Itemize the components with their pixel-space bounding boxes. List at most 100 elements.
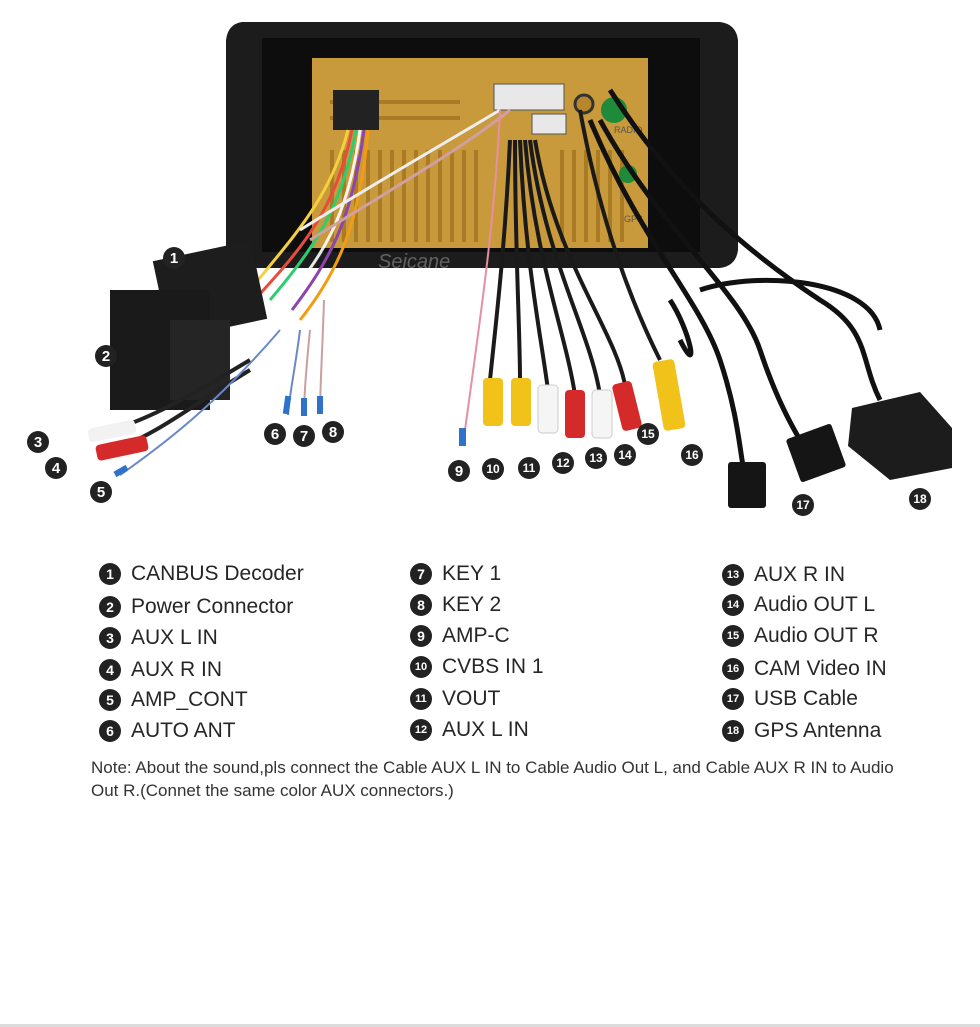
legend-label: AMP_CONT [131,688,248,711]
callout-12-text: 12 [556,456,570,470]
legend-num: 13 [722,564,744,586]
legend-label: GPS Antenna [754,719,882,742]
legend-num: 11 [410,688,432,710]
callout-8-text: 8 [329,424,337,441]
legend-label: AUX L IN [442,718,529,741]
legend-item-2: 2 Power Connector [99,593,293,621]
callout-16: 16 [681,444,703,466]
wiring-diagram: RADIO GPS Seicane [27,22,952,516]
legend-label: AUTO ANT [131,719,236,742]
legend-num: 9 [410,625,432,647]
rca-plugs-middle [483,359,686,439]
callout-5-text: 5 [97,484,105,501]
callout-17: 17 [792,494,814,516]
legend-label: USB Cable [754,687,858,710]
rca-cables-middle [488,109,662,396]
callout-12: 12 [552,452,574,474]
legend-item-10: 10 CVBS IN 1 [410,653,544,681]
legend-item-5: 5 AMP_CONT [99,686,248,714]
legend-item-15: 15 Audio OUT R [722,622,879,650]
legend-label: Audio OUT L [754,593,876,616]
callout-2-text: 2 [102,348,110,365]
legend-label: CVBS IN 1 [442,655,544,678]
callout-11-text: 11 [523,461,536,475]
legend-label: KEY 1 [442,562,502,585]
legend-num: 18 [722,720,744,742]
callout-18-text: 18 [913,492,927,506]
callout-15: 15 [637,423,659,445]
note-text: Note: About the sound,pls connect the Ca… [91,758,894,800]
legend-label: AUX R IN [131,658,223,681]
callout-6: 6 [264,423,286,445]
legend-label: CAM Video IN [754,657,887,680]
usb-connector-port [531,113,567,135]
legend-num: 7 [410,563,432,585]
legend-num: 10 [410,656,432,678]
watermark: Seicane [378,251,450,273]
main-connector-port [333,90,379,130]
legend-label: AUX R IN [754,563,846,586]
radio-port-label: RADIO [614,125,643,135]
legend-item-12: 12 AUX L IN [410,716,529,744]
legend-item-18: 18 GPS Antenna [722,717,881,745]
callout-11: 11 [518,457,540,479]
callout-9-text: 9 [455,463,463,480]
radio-port [573,93,595,115]
legend-item-9: 9 AMP-C [410,622,510,650]
legend-num: 6 [99,720,121,742]
legend-item-7: 7 KEY 1 [410,560,501,588]
callout-9: 9 [448,460,470,482]
legend-num: 15 [722,625,744,647]
blue-pin-tips [113,395,466,478]
callout-17-text: 17 [796,498,810,512]
callout-10-text: 10 [486,462,500,476]
gps-cable [607,88,883,402]
legend-item-6: 6 AUTO ANT [99,717,236,745]
legend-item-13: 13 AUX R IN [722,561,845,589]
legend-num: 2 [99,596,121,618]
callout-2: 2 [95,345,117,367]
usb-plug-1 [728,462,766,508]
av-connector-port [493,83,565,111]
legend-num: 16 [722,658,744,680]
legend-label: KEY 2 [442,593,502,616]
callout-6-text: 6 [271,426,279,443]
callout-14-text: 14 [618,448,632,462]
gps-antenna-puck [848,392,952,480]
usb-plug-2 [786,424,846,482]
legend-label: CANBUS Decoder [131,562,304,585]
callout-3: 3 [27,431,49,453]
legend-label: Audio OUT R [754,624,879,647]
callout-15-text: 15 [641,427,655,441]
callout-14: 14 [614,444,636,466]
callout-7: 7 [293,425,315,447]
callout-18: 18 [909,488,931,510]
gps-port-label: GPS [624,214,643,224]
callout-4-text: 4 [52,460,61,477]
legend-label: AMP-C [442,624,510,647]
callout-1-text: 1 [170,250,178,267]
legend-label: Power Connector [131,595,294,618]
legend-num: 1 [99,563,121,585]
legend-num: 8 [410,594,432,616]
wire-bundle [248,108,511,321]
legend-num: 4 [99,659,121,681]
callout-8: 8 [322,421,344,443]
legend-label: VOUT [442,687,501,710]
callouts: 1 2 3 4 5 6 7 8 9 10 11 12 13 14 15 16 1… [27,247,931,516]
legend-item-1: 1 CANBUS Decoder [99,560,304,588]
legend-item-4: 4 AUX R IN [99,656,222,684]
callout-10: 10 [482,458,504,480]
legend-num: 5 [99,689,121,711]
callout-5: 5 [90,481,112,503]
callout-3-text: 3 [34,434,42,451]
legend-num: 12 [410,719,432,741]
legend-label: AUX L IN [131,626,218,649]
callout-1: 1 [163,247,185,269]
callout-13: 13 [585,447,607,469]
bottom-divider [0,1024,980,1027]
legend-item-11: 11 VOUT [410,685,500,713]
legend-num: 3 [99,627,121,649]
